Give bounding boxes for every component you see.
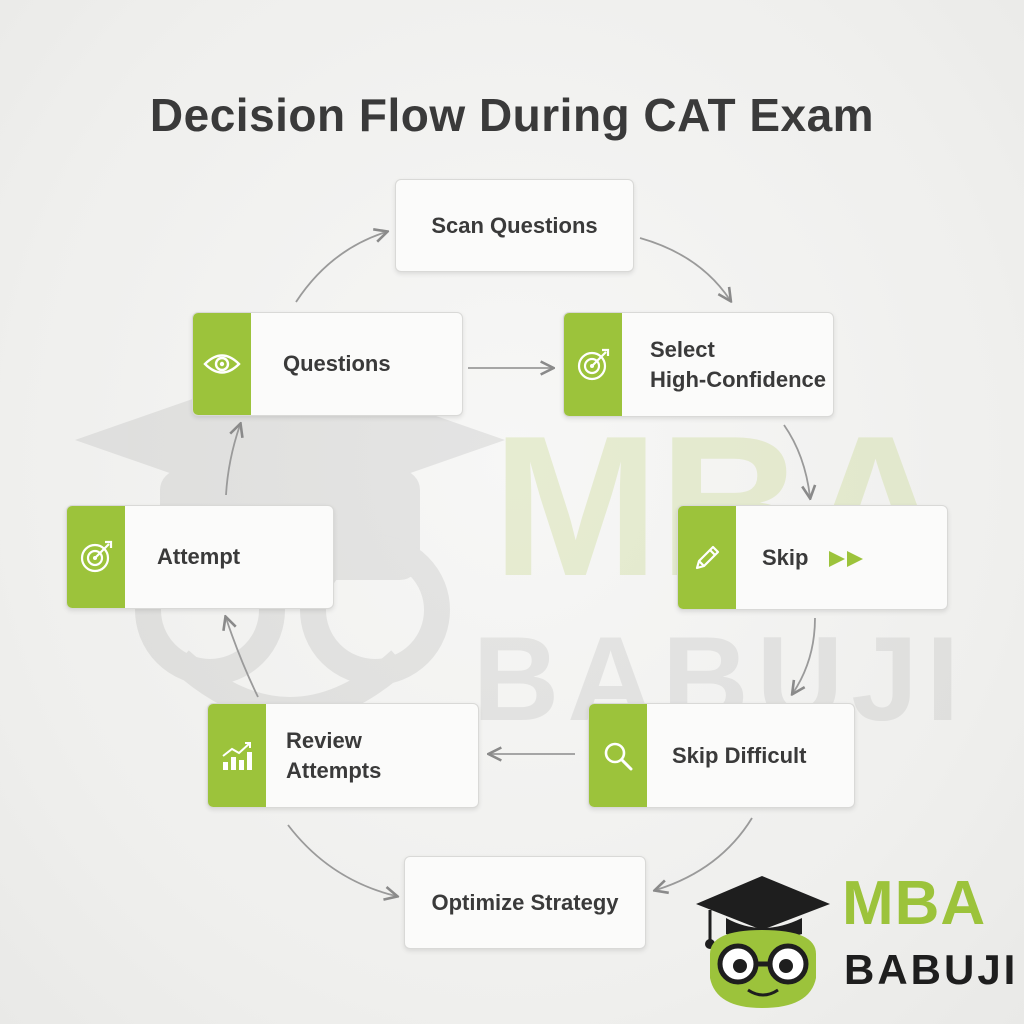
chart-icon [208,704,266,807]
eye-icon [193,313,251,415]
node-label: Scan Questions [431,212,598,238]
node-optimize-strategy: Optimize Strategy [404,856,646,949]
node-label-line1: Review [286,727,362,753]
magnifier-icon [589,704,647,807]
node-attempt: Attempt [66,505,334,609]
node-questions: Questions [192,312,463,416]
node-skip: Skip [677,505,948,610]
node-label-line2: High-Confidence [650,366,826,392]
arrow-review-to-optimize [287,824,396,896]
logo-text-babuji: BABUJI [844,946,1019,993]
node-label: Questions [283,351,391,376]
node-label: Review Attempts [266,726,381,786]
arrow-skip-to-skipdifficult [793,617,816,693]
arrow-skipdifficult-to-optimize [656,817,753,890]
node-scan-questions: Scan Questions [395,179,634,272]
logo-text-mba: MBA [842,869,987,938]
arrow-review-to-attempt [226,618,259,698]
arrow-attempt-to-questions [225,425,240,496]
node-label: Select High-Confidence [622,335,826,395]
brand-logo: MBA BABUJI [690,868,1015,1008]
node-label: Skip Difficult [672,742,807,768]
pencil-icon [678,506,736,609]
node-label-text: Skip [762,544,809,570]
node-label-line2: Attempts [286,757,382,783]
page-title: Decision Flow During CAT Exam [149,89,875,141]
node-label: Optimize Strategy [431,889,619,915]
node-label-line1: Select [650,336,715,362]
node-label: Attempt [157,544,241,569]
arrow-scan-to-select [639,237,730,300]
node-skip-difficult: Skip Difficult [588,703,855,808]
arrow-select-to-skip [783,424,810,497]
target-icon [67,506,125,608]
fast-forward-icon [828,550,863,567]
graduate-owl-icon [696,876,830,1008]
node-select-high-confidence: Select High-Confidence [563,312,834,417]
target-icon [564,313,622,416]
node-label: Skip [736,543,865,573]
arrow-questions-to-scan [295,232,386,303]
node-review-attempts: Review Attempts [207,703,479,808]
